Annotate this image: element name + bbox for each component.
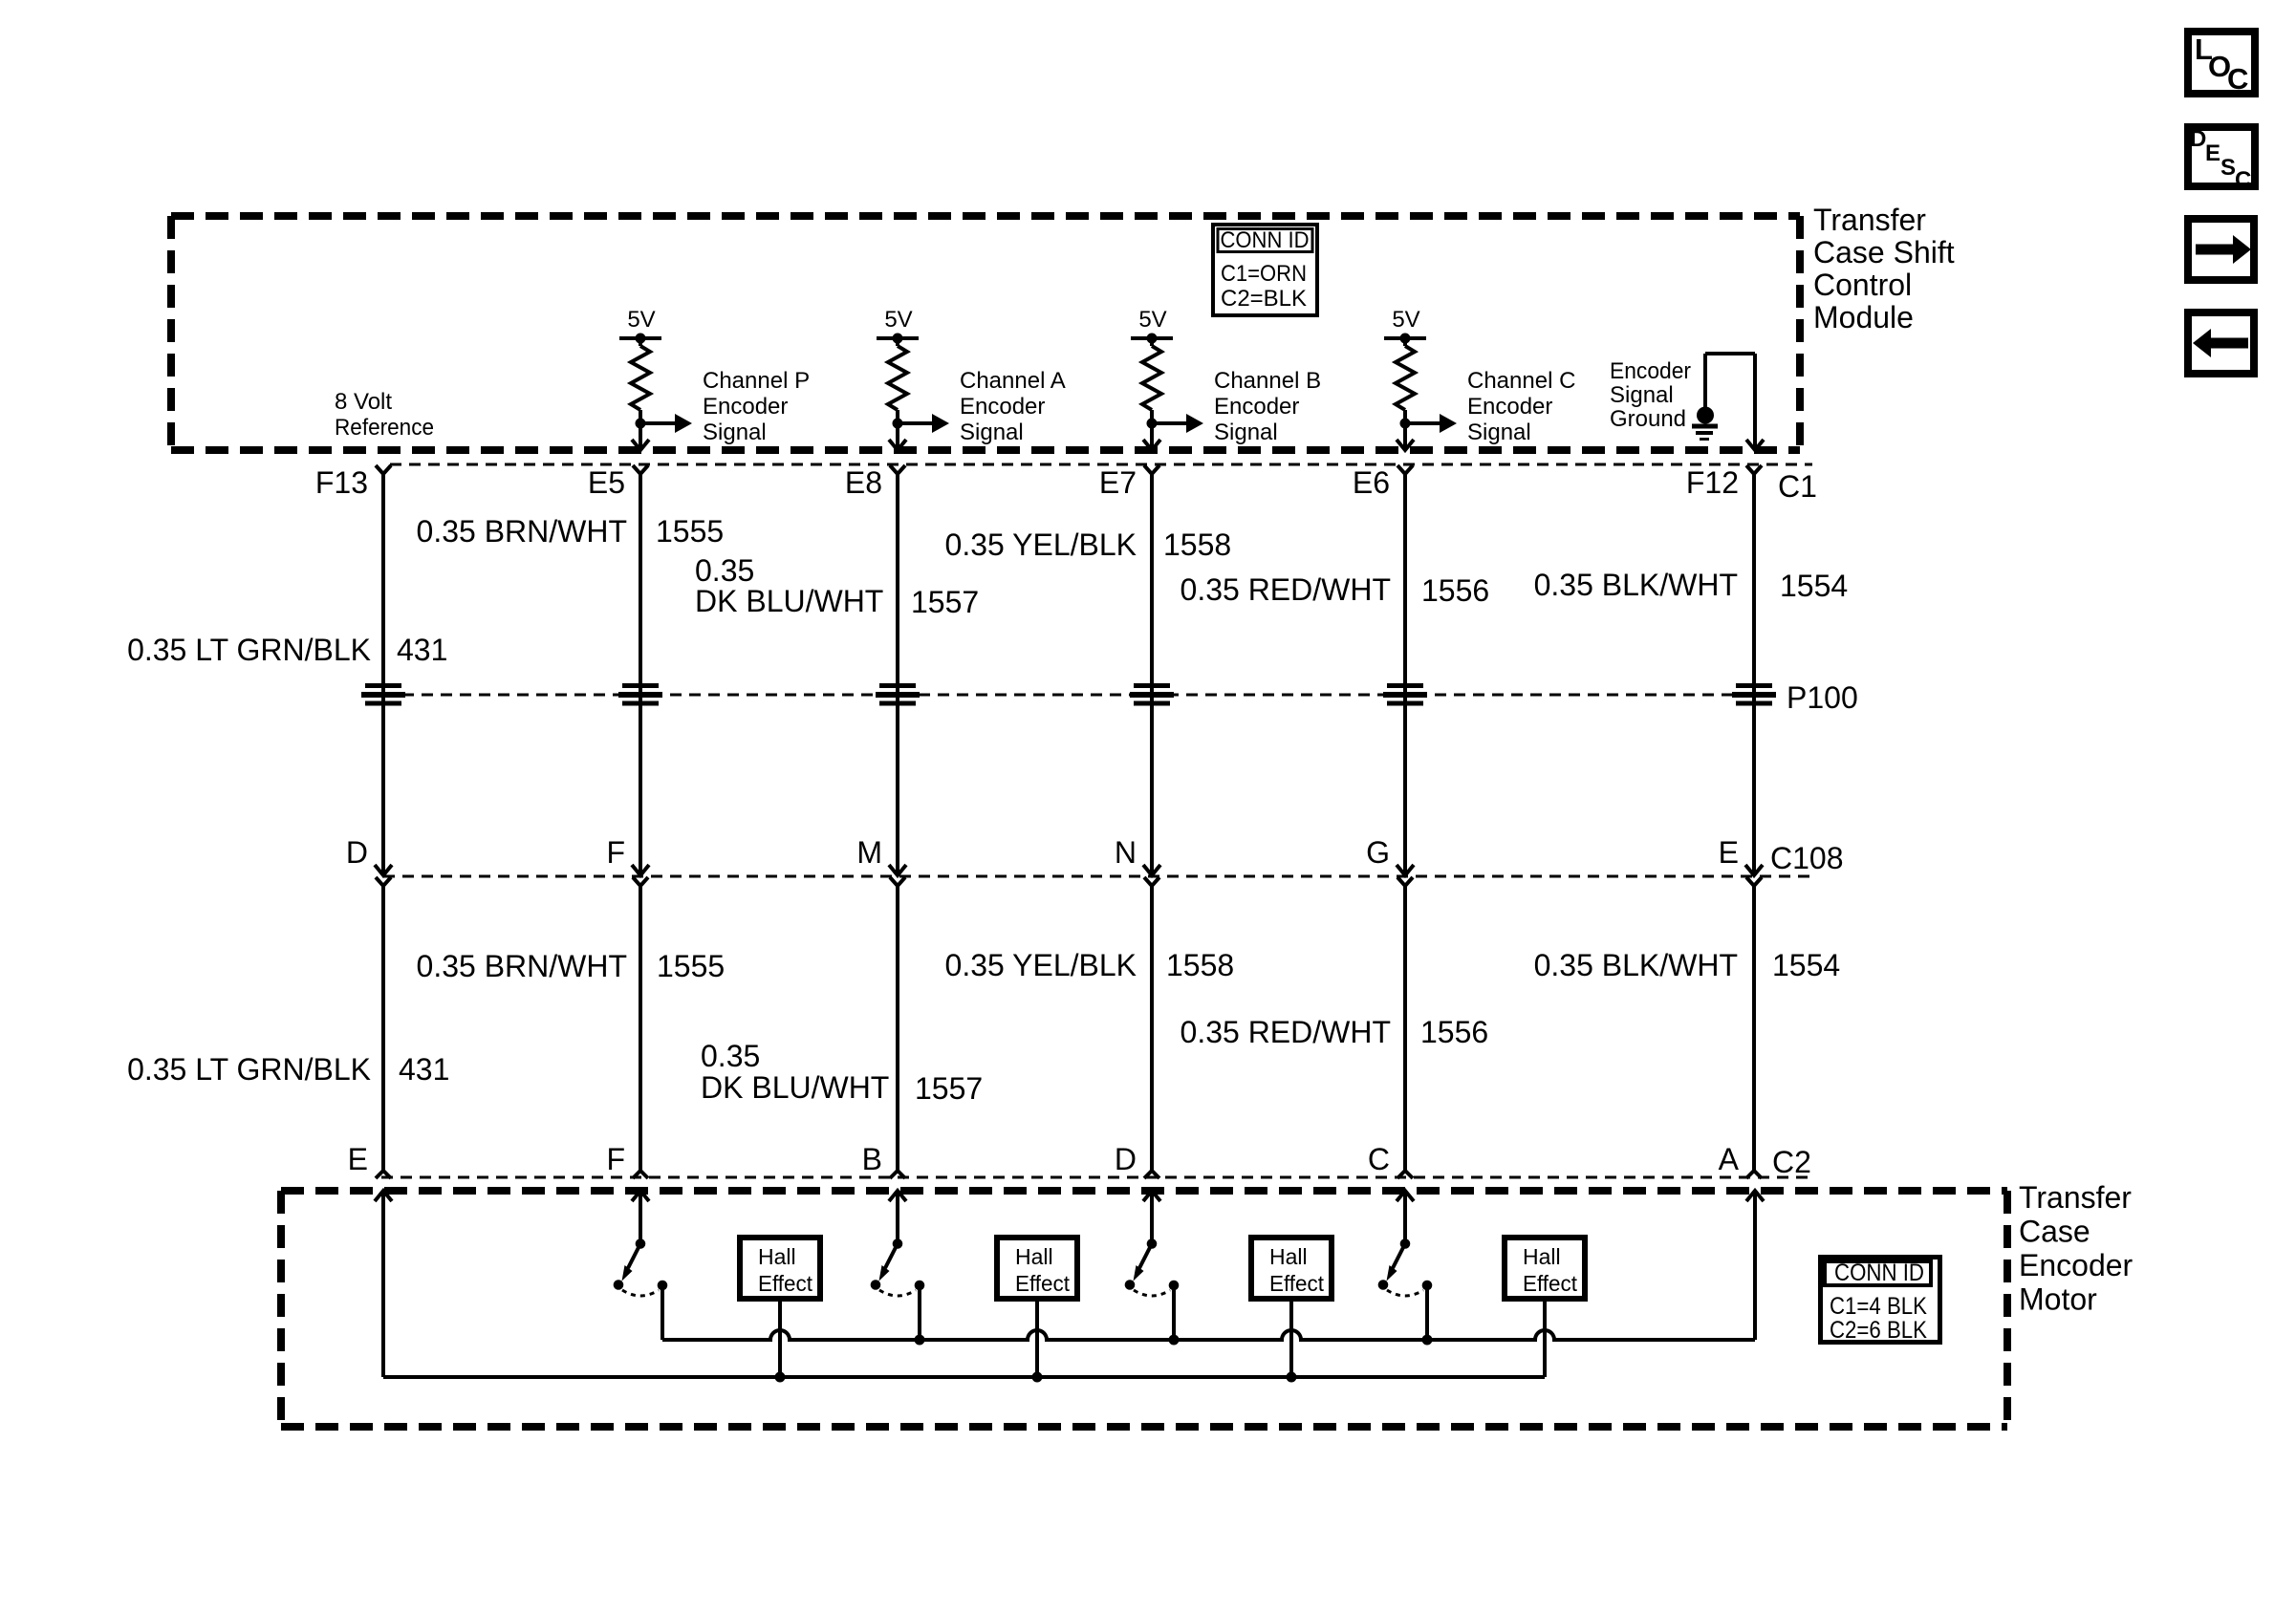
svg-text:D: D [1115,1142,1137,1176]
svg-text:C1=4 BLK: C1=4 BLK [1830,1293,1927,1320]
svg-text:431: 431 [399,1052,449,1087]
svg-text:N: N [1115,835,1137,870]
svg-text:0.35 RED/WHT: 0.35 RED/WHT [1180,572,1391,607]
svg-text:E: E [1719,835,1739,870]
svg-text:Channel B: Channel B [1214,368,1321,394]
svg-text:C: C [2235,167,2251,193]
svg-text:1556: 1556 [1421,573,1489,608]
svg-text:Encoder: Encoder [2019,1248,2134,1282]
svg-text:F12: F12 [1686,465,1739,500]
svg-text:0.35: 0.35 [695,553,754,588]
svg-text:1554: 1554 [1772,948,1840,982]
svg-text:5V: 5V [627,307,655,333]
svg-text:M: M [856,835,882,870]
svg-text:L: L [2195,32,2213,66]
svg-text:Motor: Motor [2019,1282,2097,1317]
svg-text:F: F [606,835,625,870]
svg-text:E8: E8 [845,465,882,500]
svg-text:Effect: Effect [758,1271,813,1296]
svg-text:1555: 1555 [656,514,724,549]
svg-text:1557: 1557 [911,585,979,619]
svg-text:431: 431 [397,633,447,667]
svg-text:Module: Module [1813,300,1914,334]
svg-text:Hall: Hall [1015,1244,1053,1269]
svg-text:E: E [2205,140,2220,166]
svg-text:B: B [862,1142,882,1176]
svg-text:0.35 BRN/WHT: 0.35 BRN/WHT [417,514,627,549]
svg-text:5V: 5V [884,307,912,333]
svg-text:DK BLU/WHT: DK BLU/WHT [695,584,883,618]
svg-text:5V: 5V [1138,307,1166,333]
svg-text:P100: P100 [1787,680,1858,715]
svg-text:0.35: 0.35 [701,1039,760,1073]
svg-text:E7: E7 [1099,465,1137,500]
svg-text:Signal: Signal [1610,382,1674,408]
svg-text:C1: C1 [1778,469,1817,504]
svg-text:0.35 BRN/WHT: 0.35 BRN/WHT [417,949,627,983]
svg-text:5V: 5V [1392,307,1419,333]
svg-text:Hall: Hall [1523,1244,1561,1269]
svg-text:Encoder: Encoder [1467,394,1552,420]
svg-text:CONN ID: CONN ID [1221,227,1310,253]
svg-text:E: E [348,1142,368,1176]
svg-text:1558: 1558 [1166,948,1234,982]
svg-text:Control: Control [1813,268,1912,302]
svg-text:A: A [1719,1142,1740,1176]
svg-text:G: G [1366,835,1390,870]
svg-text:0.35 BLK/WHT: 0.35 BLK/WHT [1534,948,1738,982]
svg-text:0.35 LT GRN/BLK: 0.35 LT GRN/BLK [127,633,371,667]
svg-text:Reference: Reference [335,415,434,441]
svg-text:1555: 1555 [657,949,725,983]
svg-text:Effect: Effect [1015,1271,1071,1296]
svg-text:E6: E6 [1353,465,1390,500]
svg-text:Hall: Hall [1269,1244,1308,1269]
svg-text:0.35 YEL/BLK: 0.35 YEL/BLK [945,528,1137,562]
svg-text:CONN ID: CONN ID [1834,1260,1924,1286]
svg-text:Signal: Signal [1467,420,1531,445]
svg-text:0.35 BLK/WHT: 0.35 BLK/WHT [1534,568,1738,602]
svg-text:1554: 1554 [1780,569,1848,603]
svg-text:Ground: Ground [1610,406,1686,432]
svg-text:8 Volt: 8 Volt [335,389,392,415]
svg-text:1558: 1558 [1163,528,1231,562]
svg-text:Case: Case [2019,1215,2090,1249]
svg-text:Effect: Effect [1523,1271,1578,1296]
svg-text:E5: E5 [588,465,625,500]
svg-text:Transfer: Transfer [2019,1180,2132,1215]
svg-text:F13: F13 [315,465,368,500]
svg-text:C108: C108 [1770,841,1844,875]
svg-text:C2=6 BLK: C2=6 BLK [1830,1317,1927,1344]
svg-text:1557: 1557 [915,1071,983,1106]
svg-text:0.35 RED/WHT: 0.35 RED/WHT [1180,1015,1391,1049]
svg-text:C2=BLK: C2=BLK [1221,286,1307,312]
svg-text:Signal: Signal [703,420,767,445]
svg-text:Channel A: Channel A [960,368,1066,394]
svg-text:O: O [2208,50,2231,83]
svg-text:Signal: Signal [960,420,1024,445]
svg-text:F: F [606,1142,625,1176]
svg-text:S: S [2220,155,2236,181]
svg-text:D: D [2190,126,2206,152]
svg-text:0.35 YEL/BLK: 0.35 YEL/BLK [945,948,1137,982]
svg-text:Encoder: Encoder [960,394,1045,420]
svg-text:C: C [1368,1142,1390,1176]
svg-text:Transfer: Transfer [1813,203,1926,237]
svg-text:Signal: Signal [1214,420,1278,445]
svg-text:Encoder: Encoder [703,394,788,420]
svg-text:DK BLU/WHT: DK BLU/WHT [701,1070,889,1105]
svg-text:Channel C: Channel C [1467,368,1575,394]
svg-text:1556: 1556 [1420,1015,1488,1049]
svg-text:C2: C2 [1772,1145,1811,1179]
svg-text:Case Shift: Case Shift [1813,235,1955,269]
svg-text:Hall: Hall [758,1244,796,1269]
svg-text:D: D [346,835,368,870]
svg-text:C: C [2227,62,2248,96]
svg-text:Effect: Effect [1269,1271,1325,1296]
svg-text:Encoder: Encoder [1214,394,1299,420]
svg-text:0.35 LT GRN/BLK: 0.35 LT GRN/BLK [127,1052,371,1087]
svg-text:Encoder: Encoder [1610,358,1691,384]
svg-text:C1=ORN: C1=ORN [1221,261,1307,287]
svg-text:Channel P: Channel P [703,368,810,394]
